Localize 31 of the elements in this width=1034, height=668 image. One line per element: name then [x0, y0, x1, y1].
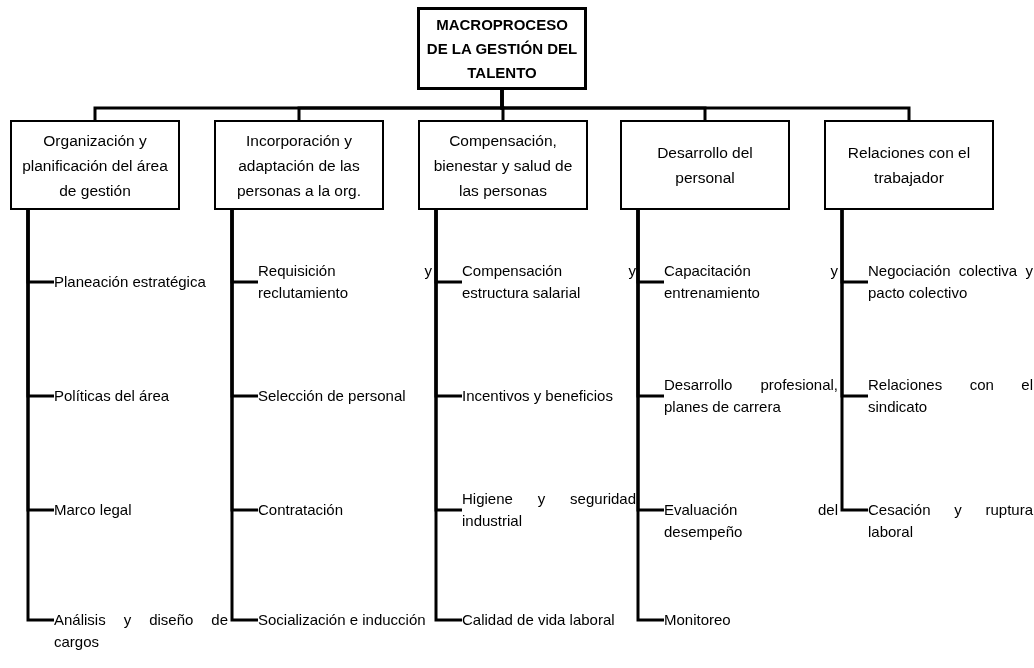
- subprocess-text: Relaciones con el sindicato: [868, 374, 1033, 418]
- connector-line: [840, 210, 868, 512]
- subprocess-text: Políticas del área: [54, 385, 228, 407]
- connector-line: [636, 210, 664, 622]
- category-box: Organización y planificación del área de gestión: [10, 120, 180, 210]
- subprocess-text: Análisis y diseño de cargos: [54, 609, 228, 653]
- subprocess-text: Calidad de vida laboral: [462, 609, 636, 631]
- subprocess-text: Incentivos y beneficios: [462, 385, 636, 407]
- subprocess-text: Contratación: [258, 499, 432, 521]
- connector-line: [500, 90, 911, 120]
- category-box: Relaciones con el trabajador: [824, 120, 994, 210]
- subprocess-text: Compensación y estructura salarial: [462, 260, 636, 304]
- subprocess-text: Planeación estratégica: [54, 271, 228, 293]
- subprocess-text: Socialización e inducción: [258, 609, 432, 631]
- subprocess-text: Requisición y reclutamiento: [258, 260, 432, 304]
- subprocess-text: Capacitación y entrenamiento: [664, 260, 838, 304]
- subprocess-text: Negociación colectiva y pacto colectivo: [868, 260, 1033, 304]
- subprocess-text: Cesación y ruptura laboral: [868, 499, 1033, 543]
- subprocess-text: Desarrollo profesional, planes de carrera: [664, 374, 838, 418]
- root-box: MACROPROCESO DE LA GESTIÓN DEL TALENTO: [417, 7, 587, 90]
- subprocess-text: Monitoreo: [664, 609, 838, 631]
- connector-line: [230, 210, 258, 622]
- subprocess-text: Selección de personal: [258, 385, 432, 407]
- subprocess-text: Higiene y seguridad industrial: [462, 488, 636, 532]
- category-box: Desarrollo del personal: [620, 120, 790, 210]
- connector-line: [434, 210, 462, 622]
- subprocess-text: Marco legal: [54, 499, 228, 521]
- category-box: Incorporación y adaptación de las personas a la org.: [214, 120, 384, 210]
- subprocess-text: Evaluación del desempeño: [664, 499, 838, 543]
- category-box: Compensación, bienestar y salud de las personas: [418, 120, 588, 210]
- connector-line: [26, 210, 54, 622]
